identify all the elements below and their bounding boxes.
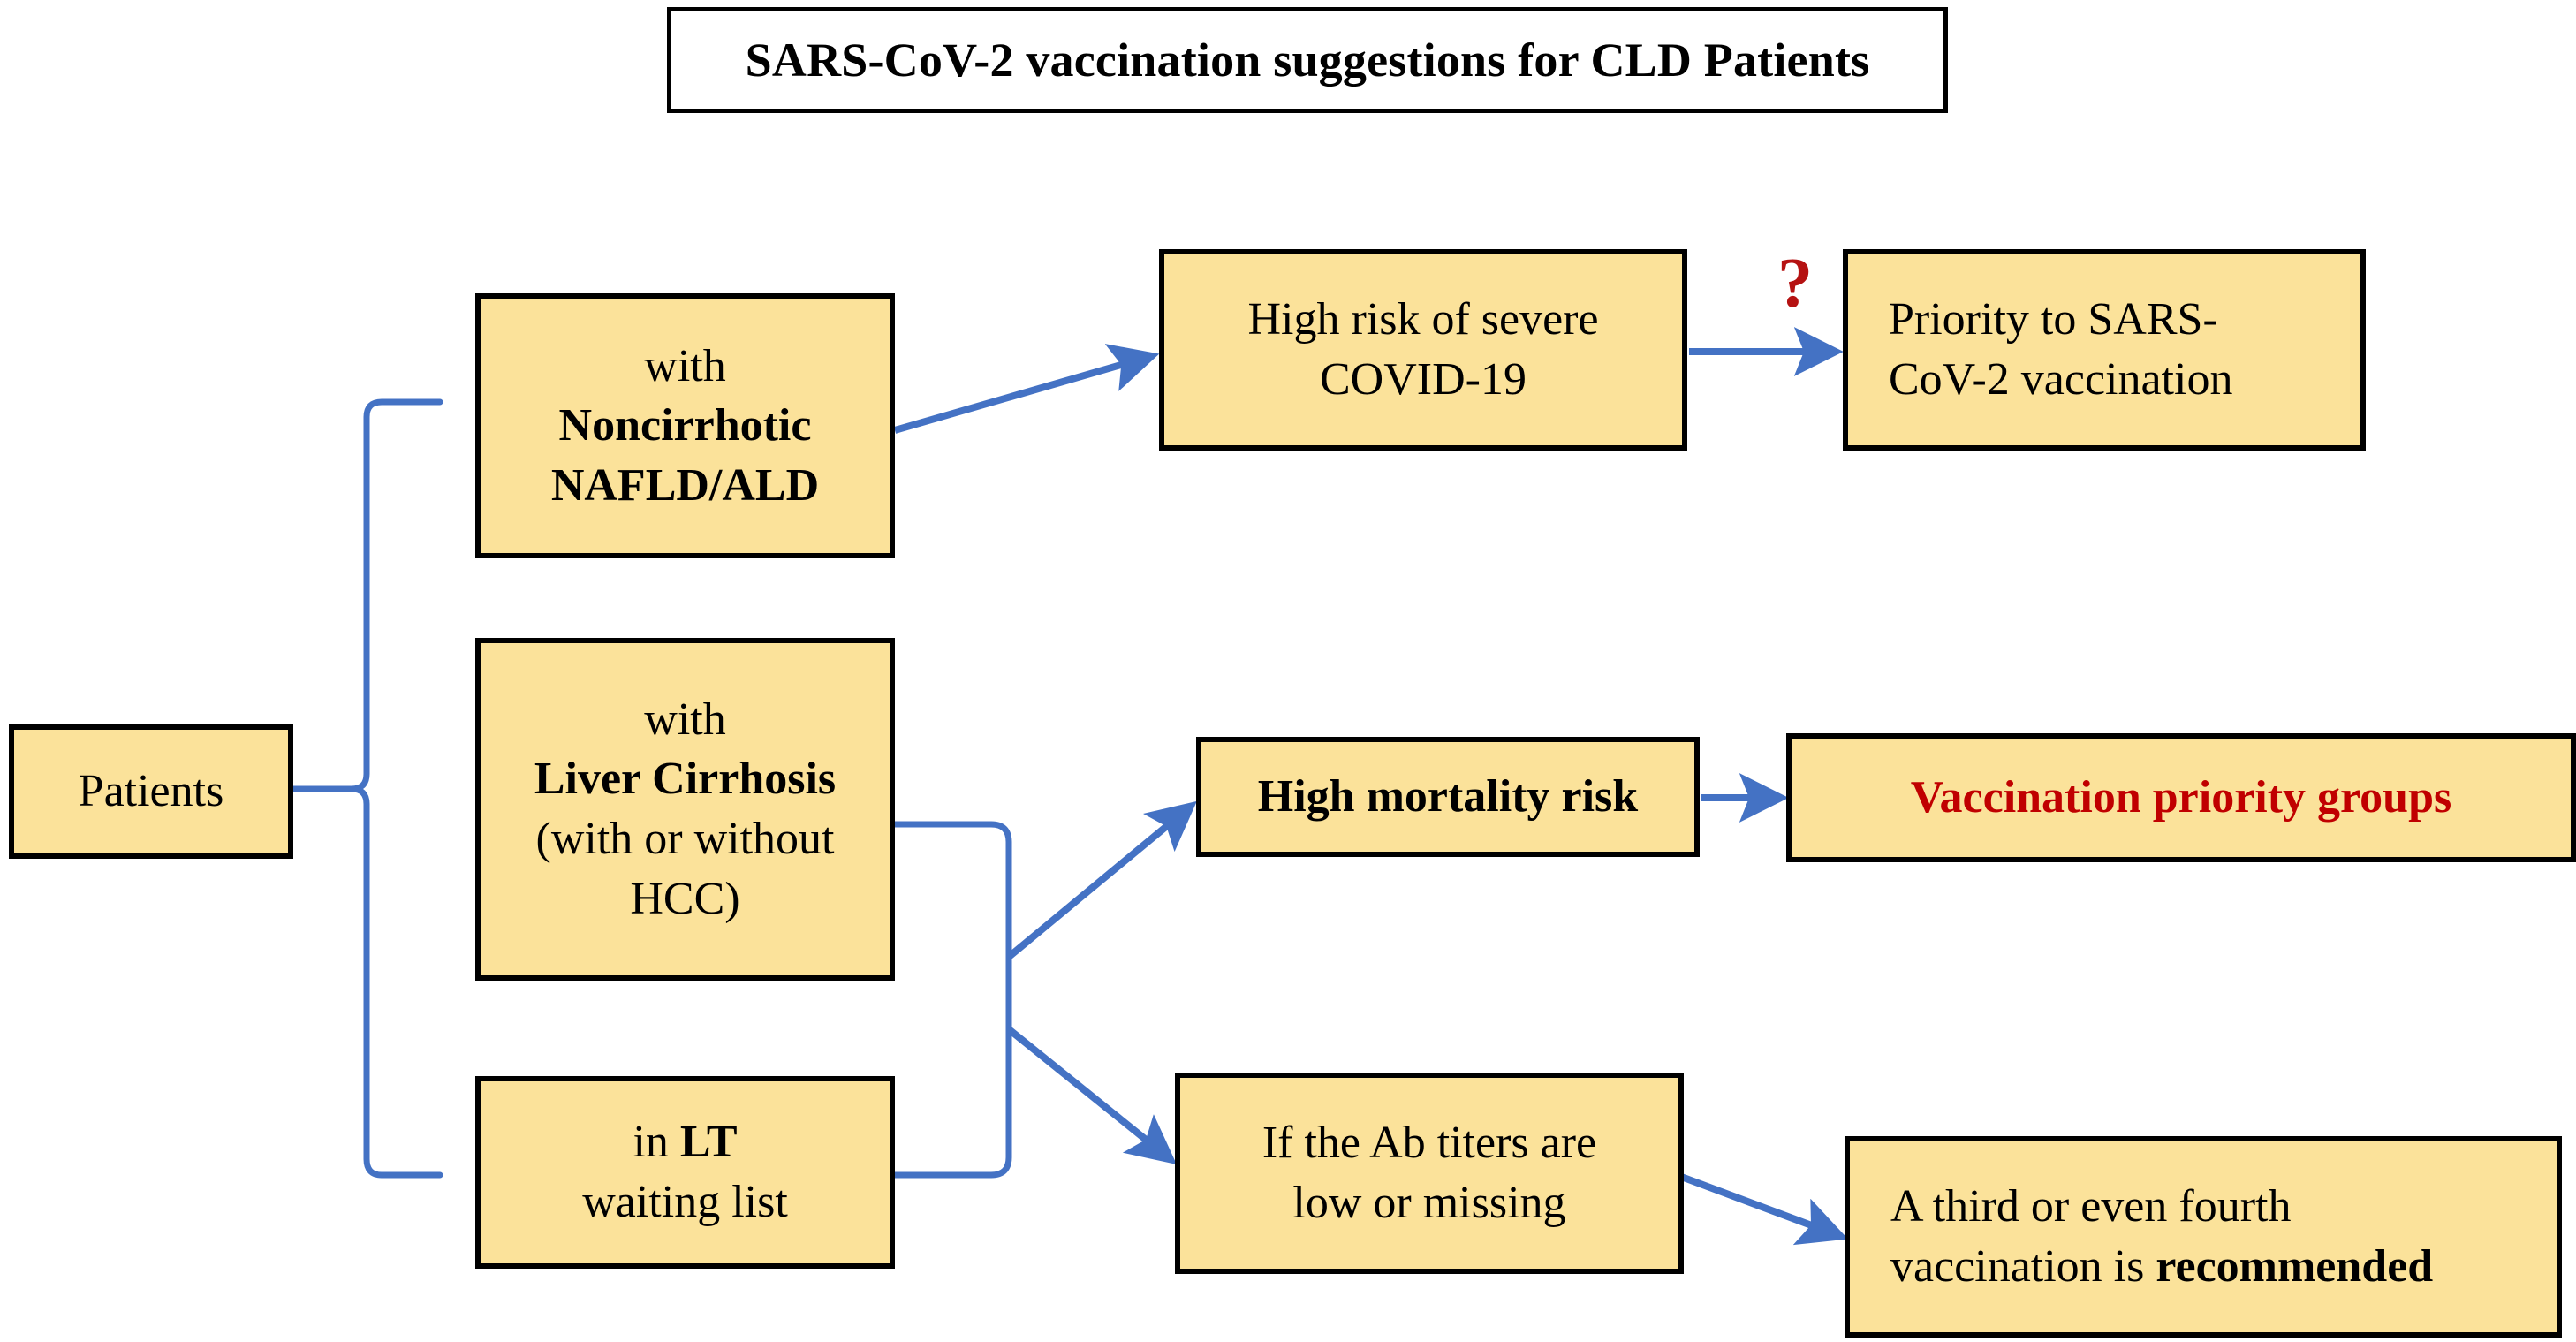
connector-abtiters-to-thirdfourth (1675, 1171, 1848, 1246)
node-high-risk-severe-covid[interactable]: High risk of severe COVID-19 (1159, 249, 1687, 451)
node-highrisk-line-0: High risk of severe (1247, 294, 1599, 345)
node-vaccination-priority-groups[interactable]: Vaccination priority groups (1786, 733, 2576, 862)
connector-trunk-to-mortality (1006, 800, 1197, 960)
node-lt-line-1: waiting list (582, 1177, 788, 1227)
page-title: SARS-CoV-2 vaccination suggestions for C… (745, 34, 1870, 87)
node-lt-waiting-list[interactable]: in LT waiting list (475, 1076, 895, 1269)
node-nafld-line-0: with (644, 340, 726, 391)
node-patients-line-0: Patients (78, 766, 224, 817)
connector-patients-brace-lower (290, 785, 443, 1179)
node-noncirrhotic-nafld-ald[interactable]: with Noncirrhotic NAFLD/ALD (475, 293, 895, 558)
node-abtiters-line-1: low or missing (1292, 1178, 1566, 1228)
node-abtiters-line-0: If the Ab titers are (1261, 1118, 1597, 1169)
node-highrisk-line-1: COVID-19 (1320, 354, 1527, 405)
connector-patients-brace (290, 398, 443, 792)
node-cirrhosis-line-1: Liver Cirrhosis (534, 754, 837, 805)
node-priority-line-1: CoV-2 vaccination (1889, 354, 2233, 405)
node-thirdfourth-bold-fragment: recommended (2156, 1241, 2434, 1292)
diagram-title-box: SARS-CoV-2 vaccination suggestions for C… (667, 7, 1948, 113)
node-priority-to-vaccination[interactable]: Priority to SARS- CoV-2 vaccination (1843, 249, 2366, 451)
node-high-mortality-risk[interactable]: High mortality risk (1196, 737, 1700, 857)
node-cirrhosis-line-0: with (644, 694, 726, 745)
connector-cirrhosis-merge (891, 821, 1012, 960)
connector-nafld-to-highrisk (893, 344, 1160, 434)
node-thirdfourth-line-0: A third or even fourth (1890, 1181, 2292, 1232)
connector-trunk-to-abtiters (1006, 1026, 1177, 1165)
node-cirrhosis-line-2: (with or without (535, 814, 835, 864)
node-priority-line-0: Priority to SARS- (1889, 294, 2218, 345)
node-thirdfourth-line-1: vaccination is recommended (1890, 1241, 2434, 1292)
connector-lt-merge (891, 1026, 1012, 1179)
node-cirrhosis-line-3: HCC) (630, 873, 740, 924)
node-lt-bold-fragment: LT (679, 1117, 738, 1168)
node-vaccgroups-line-0: Vaccination priority groups (1910, 772, 2452, 823)
node-ab-titers-low-or-missing[interactable]: If the Ab titers are low or missing (1175, 1073, 1684, 1274)
node-patients[interactable]: Patients (9, 724, 293, 859)
question-mark-annotation: ? (1777, 245, 1813, 322)
node-lt-line-0: in LT (633, 1117, 738, 1168)
node-nafld-line-1: Noncirrhotic (558, 400, 812, 451)
node-liver-cirrhosis[interactable]: with Liver Cirrhosis (with or without HC… (475, 638, 895, 981)
node-third-or-fourth-vaccination[interactable]: A third or even fourth vaccination is re… (1845, 1136, 2562, 1338)
node-mortality-line-0: High mortality risk (1257, 771, 1639, 823)
node-nafld-line-2: NAFLD/ALD (550, 459, 820, 511)
